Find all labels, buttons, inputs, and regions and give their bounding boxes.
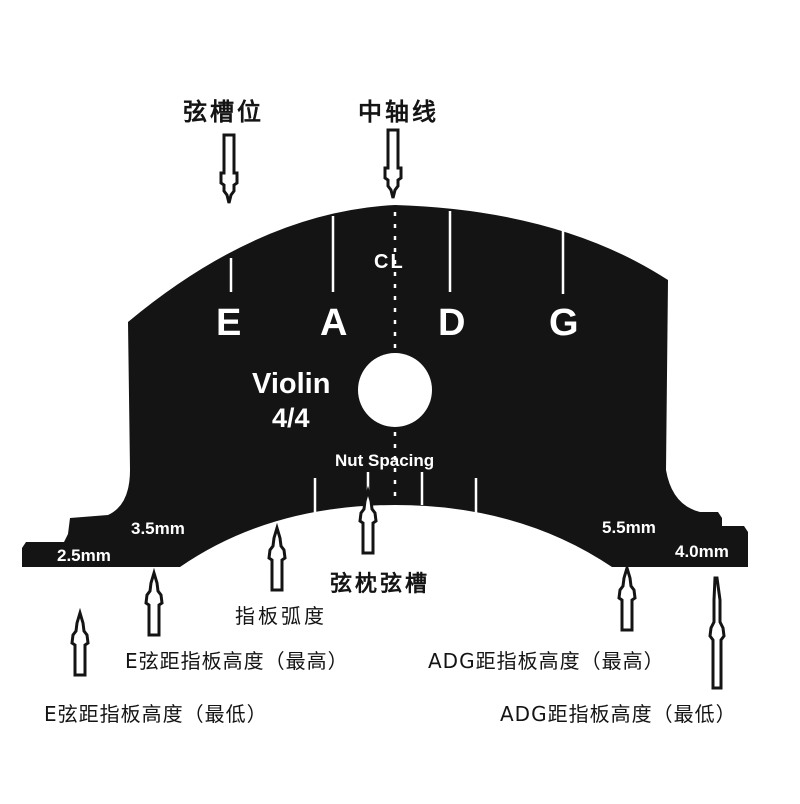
arrow-center-line-icon	[383, 128, 403, 200]
nut-slot-label: 弦枕弦槽	[330, 571, 431, 597]
center-line-label: 中轴线	[358, 97, 439, 126]
string-slot-label: 弦槽位	[183, 97, 264, 126]
arrow-e-max-icon	[144, 571, 164, 637]
arrow-string-slot-icon	[219, 133, 239, 205]
arrow-adg-max-icon	[617, 566, 637, 632]
string-label-d: D	[438, 302, 466, 344]
size-label: 4/4	[272, 403, 310, 433]
adg-min-label: ADG距指板高度（最低）	[500, 702, 737, 726]
e-min-height-label: 2.5mm	[57, 546, 111, 565]
string-slot-lines	[229, 211, 565, 294]
center-hole	[358, 353, 432, 427]
centerline-marker: CL	[374, 251, 405, 273]
adg-min-height-label: 4.0mm	[675, 542, 729, 561]
e-max-label: E弦距指板高度（最高）	[125, 649, 349, 673]
adg-max-height-label: 5.5mm	[602, 518, 656, 537]
arrow-adg-min-icon	[708, 576, 726, 690]
string-label-g: G	[549, 302, 579, 344]
arrow-fingerboard-curve-icon	[267, 526, 287, 592]
arrow-e-min-icon	[70, 611, 90, 677]
adg-max-label: ADG距指板高度（最高）	[428, 649, 665, 673]
fingerboard-curve-label: 指板弧度	[235, 604, 327, 628]
string-label-e: E	[216, 302, 242, 344]
e-max-height-label: 3.5mm	[131, 519, 185, 538]
e-min-label: E弦距指板高度（最低）	[44, 702, 268, 726]
nut-spacing-label: Nut Spacing	[335, 451, 435, 470]
instrument-label: Violin	[252, 368, 331, 400]
string-label-a: A	[320, 302, 348, 344]
